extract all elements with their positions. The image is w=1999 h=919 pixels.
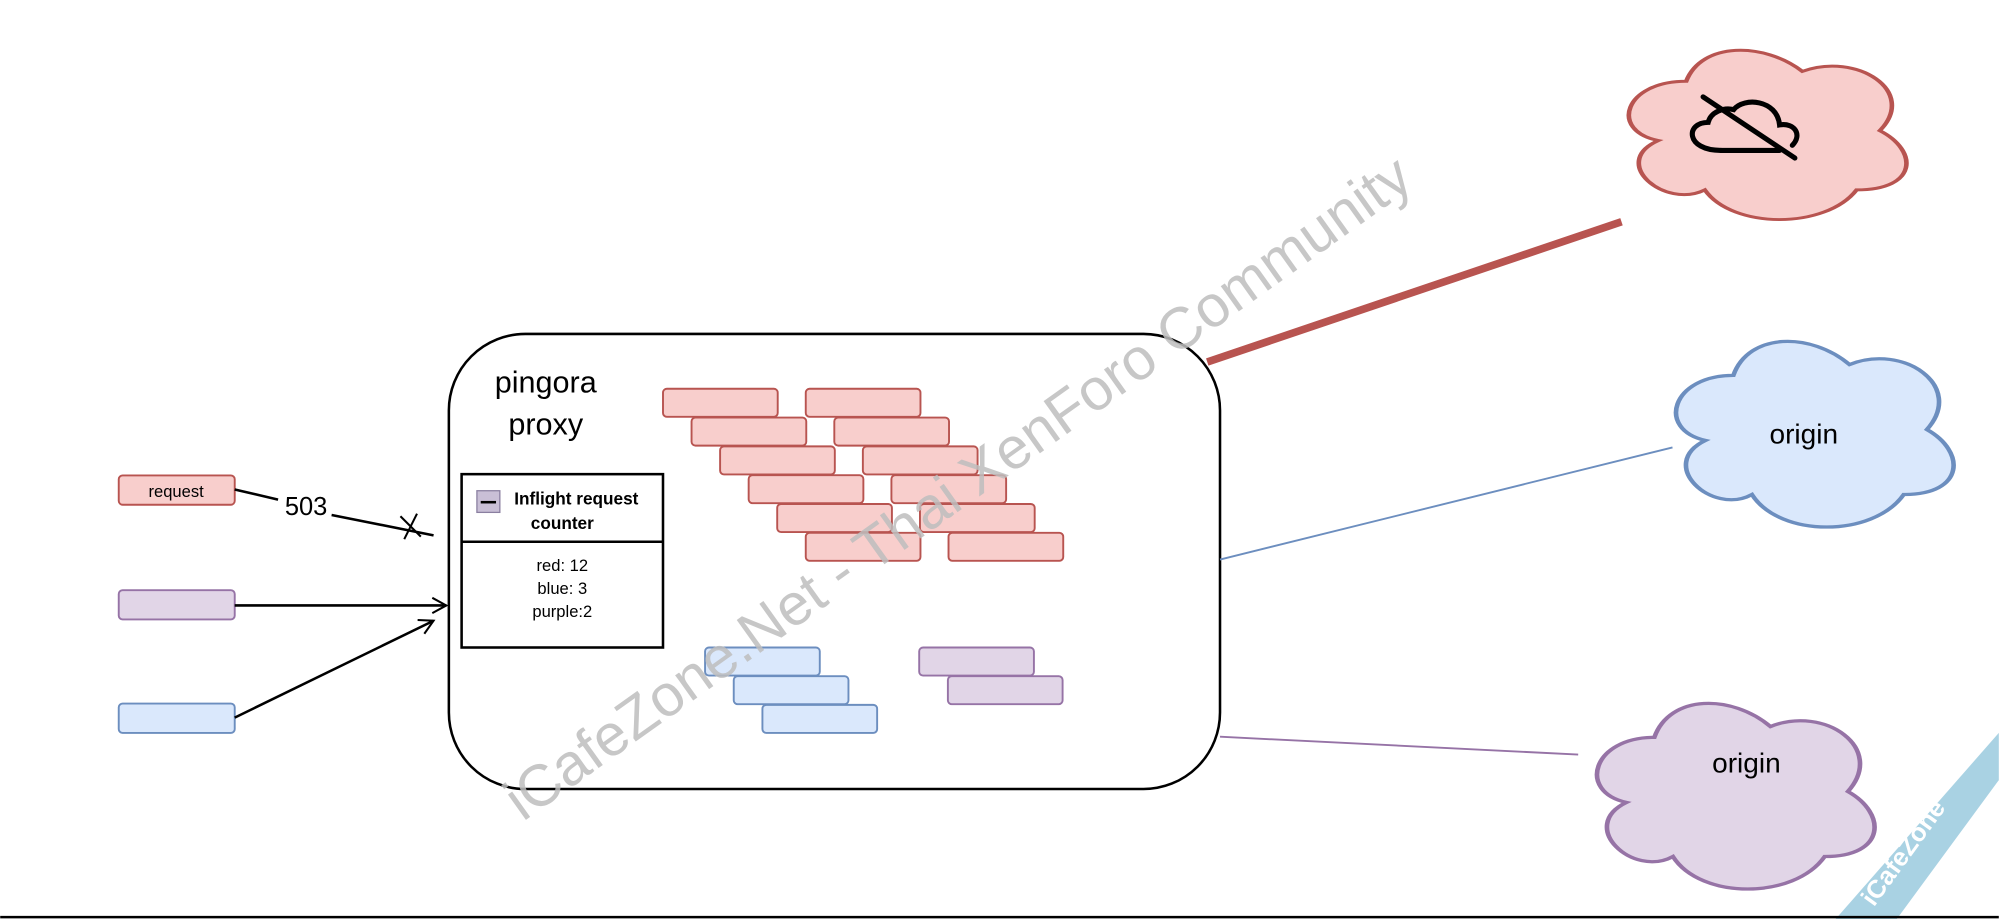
failing-origin-edge (1206, 218, 1623, 366)
client-request-red[interactable]: request (117, 474, 236, 506)
inflight-block-red (747, 474, 865, 505)
rejected-edge (234, 488, 279, 501)
cloud-off-icon (1689, 94, 1800, 161)
cross-mark-icon (399, 513, 422, 540)
origin-cloud-purple[interactable]: origin (1597, 703, 1875, 889)
request-box-blue[interactable] (117, 702, 236, 734)
purple-origin-edge (1219, 735, 1579, 756)
inflight-block-red (662, 387, 779, 418)
inflight-block-red (833, 416, 950, 447)
inflight-block-purple (918, 646, 1035, 677)
inflight-counter-panel: Inflight request counter red: 12 blue: 3… (460, 472, 665, 649)
rejected-edge (331, 513, 434, 537)
blue-request-arrow (234, 618, 436, 719)
request-label: request (148, 482, 204, 501)
counter-row-purple: purple:2 (532, 602, 592, 621)
inflight-block-purple (946, 675, 1064, 706)
inflight-block-red (947, 531, 1065, 562)
inflight-block-blue (761, 703, 879, 734)
counter-row-red: red: 12 (537, 556, 589, 575)
proxy-title-line1: pingora (495, 366, 597, 400)
inflight-block-blue (732, 675, 850, 706)
inflight-block-red (690, 416, 808, 447)
origin-label-purple: origin (1712, 747, 1781, 778)
inflight-request-blocks (662, 387, 1065, 734)
inflight-block-red (719, 445, 836, 476)
request-box-purple[interactable] (117, 589, 236, 621)
blue-origin-edge (1219, 446, 1673, 561)
proxy-title-line2: proxy (508, 408, 583, 442)
inflight-block-red (804, 531, 922, 562)
inflight-block-red (804, 387, 922, 418)
origin-label-blue: origin (1770, 419, 1839, 450)
counter-title-line2: counter (531, 513, 594, 533)
status-503-label: 503 (285, 493, 328, 521)
collapse-icon[interactable] (476, 490, 501, 514)
counter-row-blue: blue: 3 (537, 579, 587, 598)
origin-cloud-blue[interactable]: origin (1676, 341, 1954, 527)
origin-cloud-down[interactable] (1629, 50, 1907, 219)
counter-title-line1: Inflight request (514, 489, 638, 509)
